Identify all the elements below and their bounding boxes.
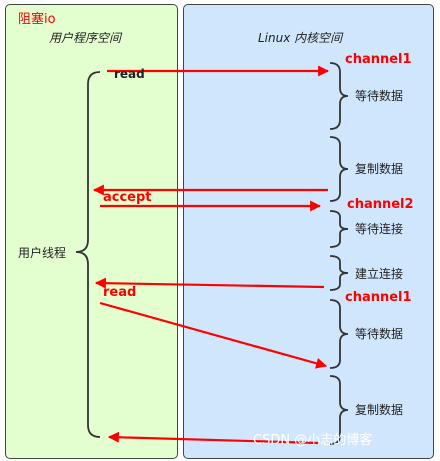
- user-thread-label: 用户线程: [18, 246, 67, 260]
- phase-wait-connect: 等待连接: [355, 222, 404, 236]
- phase-wait-data-1: 等待数据: [355, 89, 404, 103]
- arrow-read-request-2: [99, 301, 328, 369]
- channel-label-1: channel1: [345, 52, 412, 67]
- channel-label-2: channel2: [347, 197, 414, 212]
- read-call-label-2: read: [103, 285, 137, 300]
- kernel-space-title: Linux 内核空间: [258, 31, 343, 45]
- phase-copy-data-2: 复制数据: [355, 403, 404, 417]
- brace-copy-data-1: [329, 136, 349, 202]
- user-space-panel: [5, 4, 178, 459]
- phase-wait-data-2: 等待数据: [355, 327, 404, 341]
- arrow-connect-return: [94, 277, 325, 289]
- user-thread-brace: [75, 71, 101, 438]
- brace-wait-data-2: [329, 299, 349, 369]
- user-space-title: 用户程序空间: [49, 31, 122, 45]
- kernel-space-panel: [183, 4, 434, 459]
- brace-copy-data-2: [329, 375, 349, 445]
- brace-wait-data-1: [329, 62, 349, 130]
- read-call-label-1: read: [114, 67, 145, 81]
- phase-copy-data-1: 复制数据: [355, 162, 404, 176]
- brace-establish-connect: [329, 255, 349, 291]
- phase-establish-connect: 建立连接: [355, 267, 404, 281]
- watermark: CSDN @小志的博客: [253, 433, 373, 448]
- arrow-data-return-2: [107, 431, 319, 445]
- corner-label: 阻塞io: [18, 12, 56, 27]
- brace-wait-connect: [329, 210, 349, 248]
- channel-label-3: channel1: [345, 290, 412, 305]
- accept-call-label: accept: [103, 190, 152, 205]
